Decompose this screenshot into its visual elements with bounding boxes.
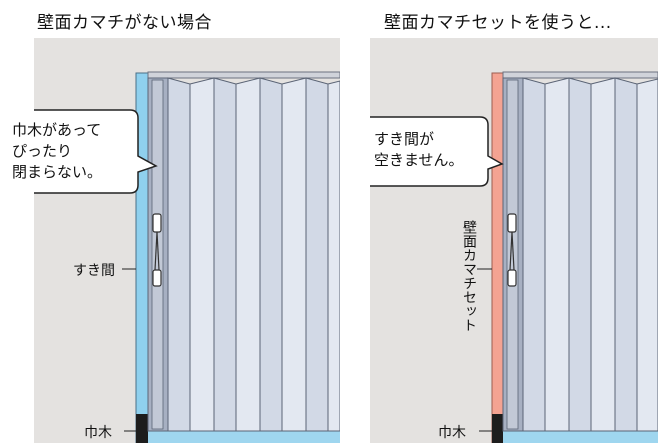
- top-rail: [147, 71, 340, 79]
- door-handle: [507, 213, 517, 287]
- callout-line-1: すき間が: [374, 130, 435, 148]
- callout-line-2: ぴったり: [12, 142, 73, 160]
- top-rail: [502, 71, 658, 79]
- kamachi-label-text: 壁面カマチセット: [461, 220, 477, 332]
- left-diagram-graphic: [34, 38, 340, 443]
- folding-panels: [522, 77, 658, 432]
- floor-rail: [503, 431, 658, 443]
- callout-bubble: [34, 109, 158, 194]
- right-title: 壁面カマチセットを使うと...: [384, 13, 612, 33]
- left-diagram: 巾木があって ぴったり 閉まらない。 すき間 巾木: [12, 38, 340, 443]
- door-handle: [152, 213, 162, 287]
- kamachi-label: 壁面カマチセット: [460, 220, 477, 332]
- callout-text: すき間が 空きません。: [374, 129, 464, 171]
- right-diagram: すき間が 空きません。 壁面カマチセット 巾木: [370, 38, 658, 443]
- baseboard: [492, 414, 503, 443]
- right-diagram-graphic: [370, 38, 658, 443]
- baseboard-label: 巾木: [438, 425, 466, 441]
- callout-line-3: 閉まらない。: [12, 163, 103, 181]
- callout-line-1: 巾木があって: [12, 121, 102, 139]
- callout-text: 巾木があって ぴったり 閉まらない。: [12, 120, 102, 183]
- baseboard: [136, 414, 148, 443]
- wall-kamachi: [491, 72, 504, 443]
- floor-rail: [148, 431, 340, 443]
- callout-line-2: 空きません。: [374, 151, 464, 169]
- baseboard-label: 巾木: [84, 425, 112, 441]
- callout-bubble: [370, 116, 504, 187]
- left-title: 壁面カマチがない場合: [37, 13, 212, 33]
- folding-panels: [167, 77, 340, 432]
- gap-label: すき間: [73, 263, 115, 279]
